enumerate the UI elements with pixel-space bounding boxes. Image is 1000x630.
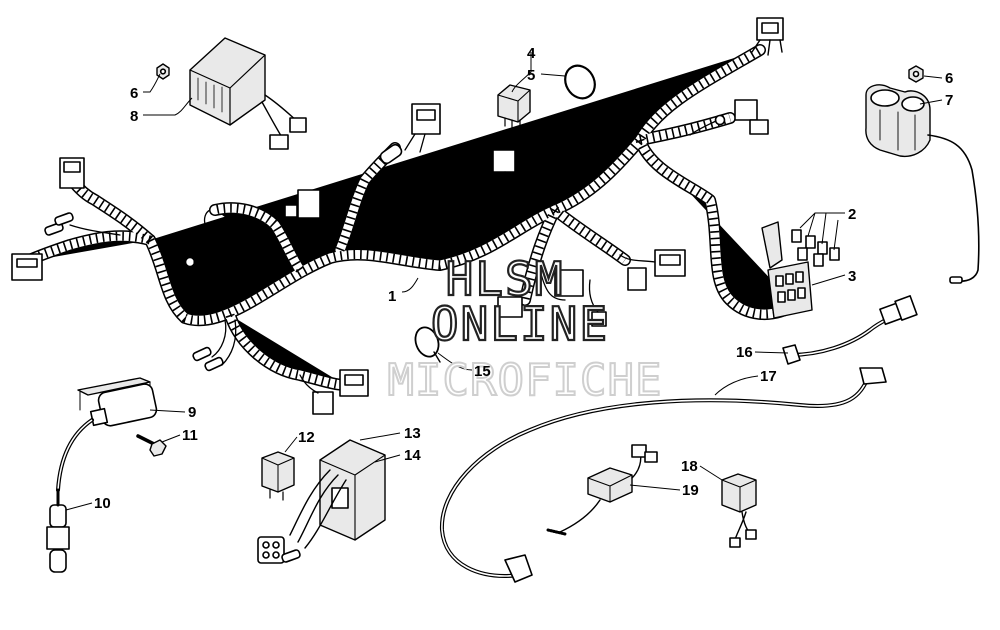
- relay[interactable]: [497, 84, 531, 129]
- callout-14: 14: [404, 447, 421, 464]
- accessory-relay[interactable]: [721, 473, 757, 548]
- harness-connector-center: [492, 149, 541, 206]
- ignition-switch[interactable]: [865, 84, 980, 284]
- harness-connector-top-right: [751, 17, 784, 56]
- callout-16: 16: [736, 344, 753, 361]
- watermark-line-2: ONLINE: [431, 297, 609, 351]
- voltage-regulator[interactable]: [189, 37, 307, 150]
- cdi-module[interactable]: [319, 439, 386, 541]
- callout-12: 12: [298, 429, 315, 446]
- retaining-clip[interactable]: [559, 60, 600, 103]
- nut-left[interactable]: [156, 63, 170, 80]
- callout-4: 4: [527, 45, 536, 62]
- callout-15: 15: [474, 363, 491, 380]
- callout-8: 8: [130, 108, 138, 125]
- callout-6-right: 6: [945, 70, 953, 87]
- main-wiring-harness[interactable]: [11, 17, 795, 415]
- harness-connector-mid-left: [184, 189, 321, 286]
- negative-battery-cable[interactable]: [439, 367, 887, 583]
- callout-18: 18: [681, 458, 698, 475]
- harness-connector-center-top: [379, 103, 441, 165]
- watermark-line-3: MICROFICHE: [388, 355, 663, 406]
- callout-numbers: 1 2 3 4 5 6 6 7 8 9 10 11 12 13 14 15 16…: [94, 45, 953, 512]
- callout-5: 5: [527, 67, 535, 84]
- fuse-block[interactable]: [761, 221, 813, 319]
- callout-6-left: 6: [130, 85, 138, 102]
- callout-13: 13: [404, 425, 421, 442]
- callout-17: 17: [760, 368, 777, 385]
- callout-1: 1: [388, 288, 396, 305]
- callout-11: 11: [182, 427, 198, 444]
- adapter-harness[interactable]: [546, 444, 658, 536]
- harness-connector-bottom: [299, 369, 369, 415]
- mounting-screw[interactable]: [136, 434, 167, 457]
- callout-10: 10: [94, 495, 111, 512]
- leader-lines: [65, 52, 943, 511]
- callout-2: 2: [848, 206, 856, 223]
- harness-connector-left-top: [59, 157, 85, 189]
- positive-battery-cable[interactable]: [782, 295, 918, 365]
- harness-terminals-left: [44, 212, 121, 236]
- spark-plug-cap[interactable]: [46, 488, 70, 573]
- harness-terminals-bottom-left: [192, 319, 237, 372]
- harness-connector-center-lower: [497, 269, 607, 327]
- harness-connector-right-upper: [689, 99, 769, 136]
- fuse-set[interactable]: [791, 229, 840, 267]
- starter-relay[interactable]: [261, 451, 295, 501]
- harness-connector-right-lower: [619, 249, 686, 291]
- harness-connector-left: [11, 253, 43, 281]
- watermark-line-1: HLSM: [446, 252, 565, 306]
- callout-19: 19: [682, 482, 699, 499]
- loom-clip[interactable]: [412, 324, 443, 363]
- callout-9: 9: [188, 404, 196, 421]
- callout-3: 3: [848, 268, 856, 285]
- watermark: HLSM ONLINE MICROFICHE: [387, 251, 663, 407]
- nut-right[interactable]: [908, 65, 924, 83]
- cdi-harness[interactable]: [257, 469, 347, 564]
- ignition-coil[interactable]: [56, 377, 158, 492]
- callout-7: 7: [945, 92, 953, 109]
